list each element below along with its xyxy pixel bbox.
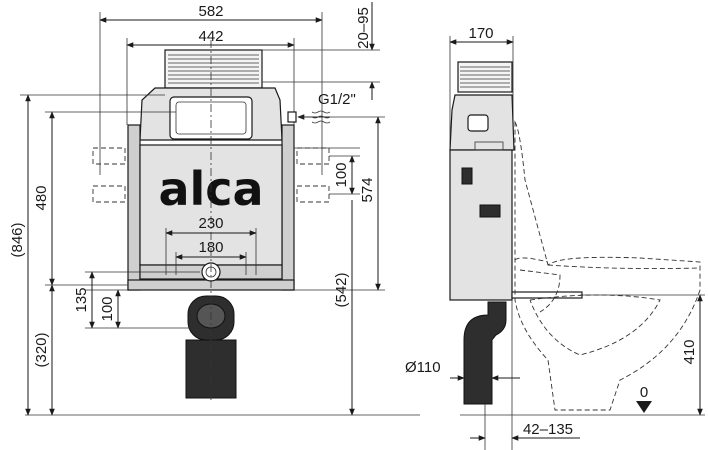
dim-total-height: (846) [9,222,26,257]
dim-pipe-spacing-inner: 180 [198,239,223,256]
frame-post-left [127,124,141,291]
dim-bracket-spacing: 100 [333,162,350,187]
dim-depth: 170 [468,25,493,42]
toilet-bowl-outline [514,120,701,411]
inlet-thread-label: G1/2" [318,91,356,108]
dim-inlet-height: 574 [359,177,376,202]
dim-rail-height: (542) [333,272,350,307]
cistern-top [164,49,263,89]
dim-bracket-height: 480 [33,185,50,210]
frame-side [449,149,513,301]
dim-drain-height-alt: 100 [99,296,116,321]
dim-wall-distance: 42–135 [523,421,573,438]
drain-elbow-side [463,301,507,405]
frame-post-right [281,124,295,291]
dim-drain-height: 135 [73,287,90,312]
side-view: 170 Ø110 410 [405,25,705,450]
dim-frame-width: 582 [198,3,223,20]
floor-level-label: 0 [640,384,648,401]
dim-depth-adjust: 20–95 [355,7,372,49]
inspection-opening-inner [175,101,247,135]
dim-floor-to-rail: (320) [33,332,50,367]
front-view: alca 582 442 [9,2,420,416]
dim-pan-height: 410 [681,339,698,364]
dim-cistern-width: 442 [198,28,223,45]
floor-level-marker [636,401,652,413]
dim-drain-diameter: Ø110 [405,359,441,376]
dim-pipe-spacing-outer: 230 [198,215,223,232]
